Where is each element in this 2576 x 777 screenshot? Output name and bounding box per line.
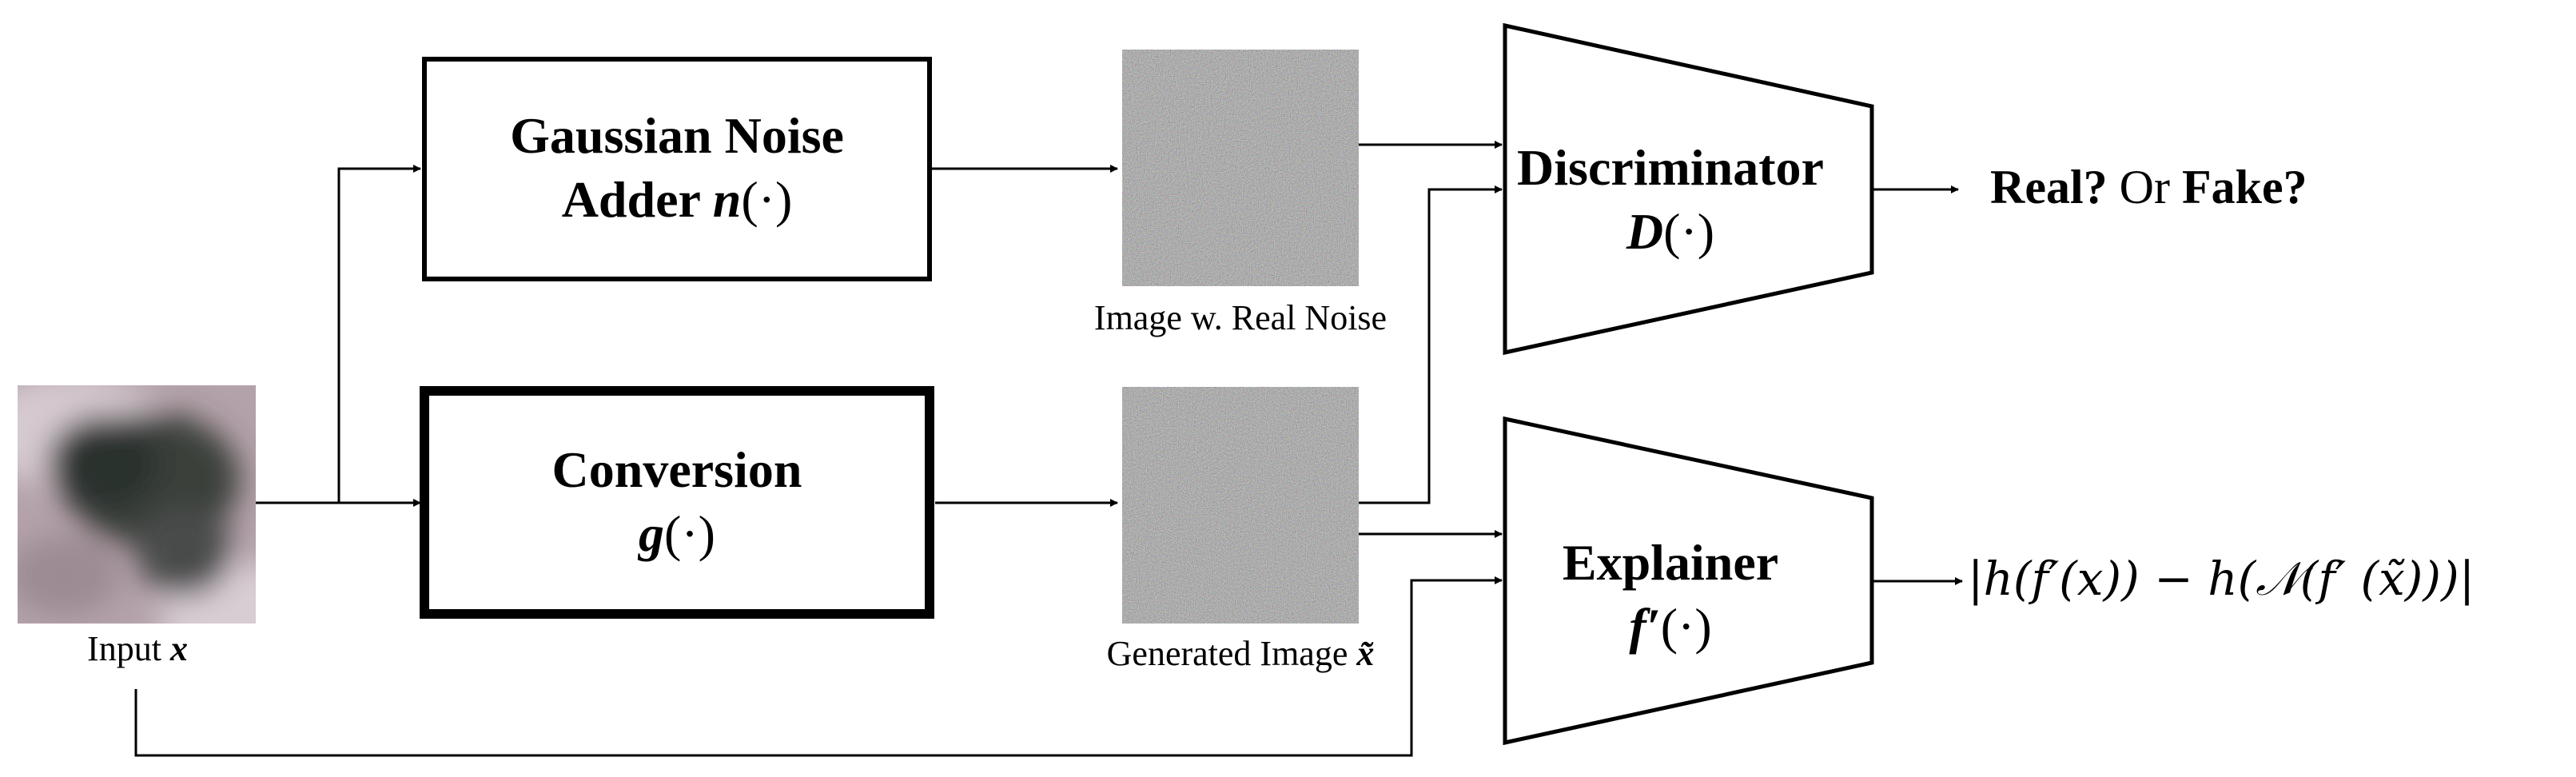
explainer-symbol: f′(·): [1629, 598, 1712, 655]
real-noise-image: [1122, 50, 1359, 286]
explainer-title: Explainer: [1562, 534, 1779, 591]
conversion-label: Conversion g(·): [552, 438, 802, 566]
generated-to-discriminator-arrow: [1359, 185, 1503, 504]
input-image: [18, 385, 256, 624]
input-to-explainer-arrow: [134, 576, 1503, 757]
conversion-title: Conversion: [551, 441, 802, 498]
explainer-trapezoid: [1503, 416, 1874, 746]
discriminator-trapezoid: [1503, 22, 1874, 356]
discriminator-label: Discriminator D(·): [1517, 136, 1824, 264]
discriminator-output: Real? Or Fake?: [1990, 161, 2307, 213]
input-to-noise-adder-arrow: [337, 165, 421, 503]
discriminator-symbol: D(·): [1626, 203, 1715, 260]
generated-noise-image: [1122, 387, 1359, 624]
discriminator-title: Discriminator: [1517, 139, 1824, 196]
noise-adder-label: Gaussian Noise Adder n(·): [510, 104, 844, 232]
generated-image-caption: Generated Image x̃: [1106, 634, 1375, 673]
explainer-output-formula: |h(f′(x)) − h(𝒩(f′ (x̃)))|: [1968, 552, 2475, 606]
input-caption: Input x: [87, 629, 188, 668]
noise-adder-box: [422, 57, 932, 281]
conversion-box: [420, 386, 934, 619]
noise-adder-symbol: Adder n(·): [561, 171, 793, 228]
real-noise-caption: Image w. Real Noise: [1093, 298, 1388, 337]
explainer-label: Explainer f′(·): [1563, 531, 1778, 659]
noise-adder-title: Gaussian Noise: [510, 107, 844, 164]
conversion-symbol: g(·): [639, 505, 715, 562]
